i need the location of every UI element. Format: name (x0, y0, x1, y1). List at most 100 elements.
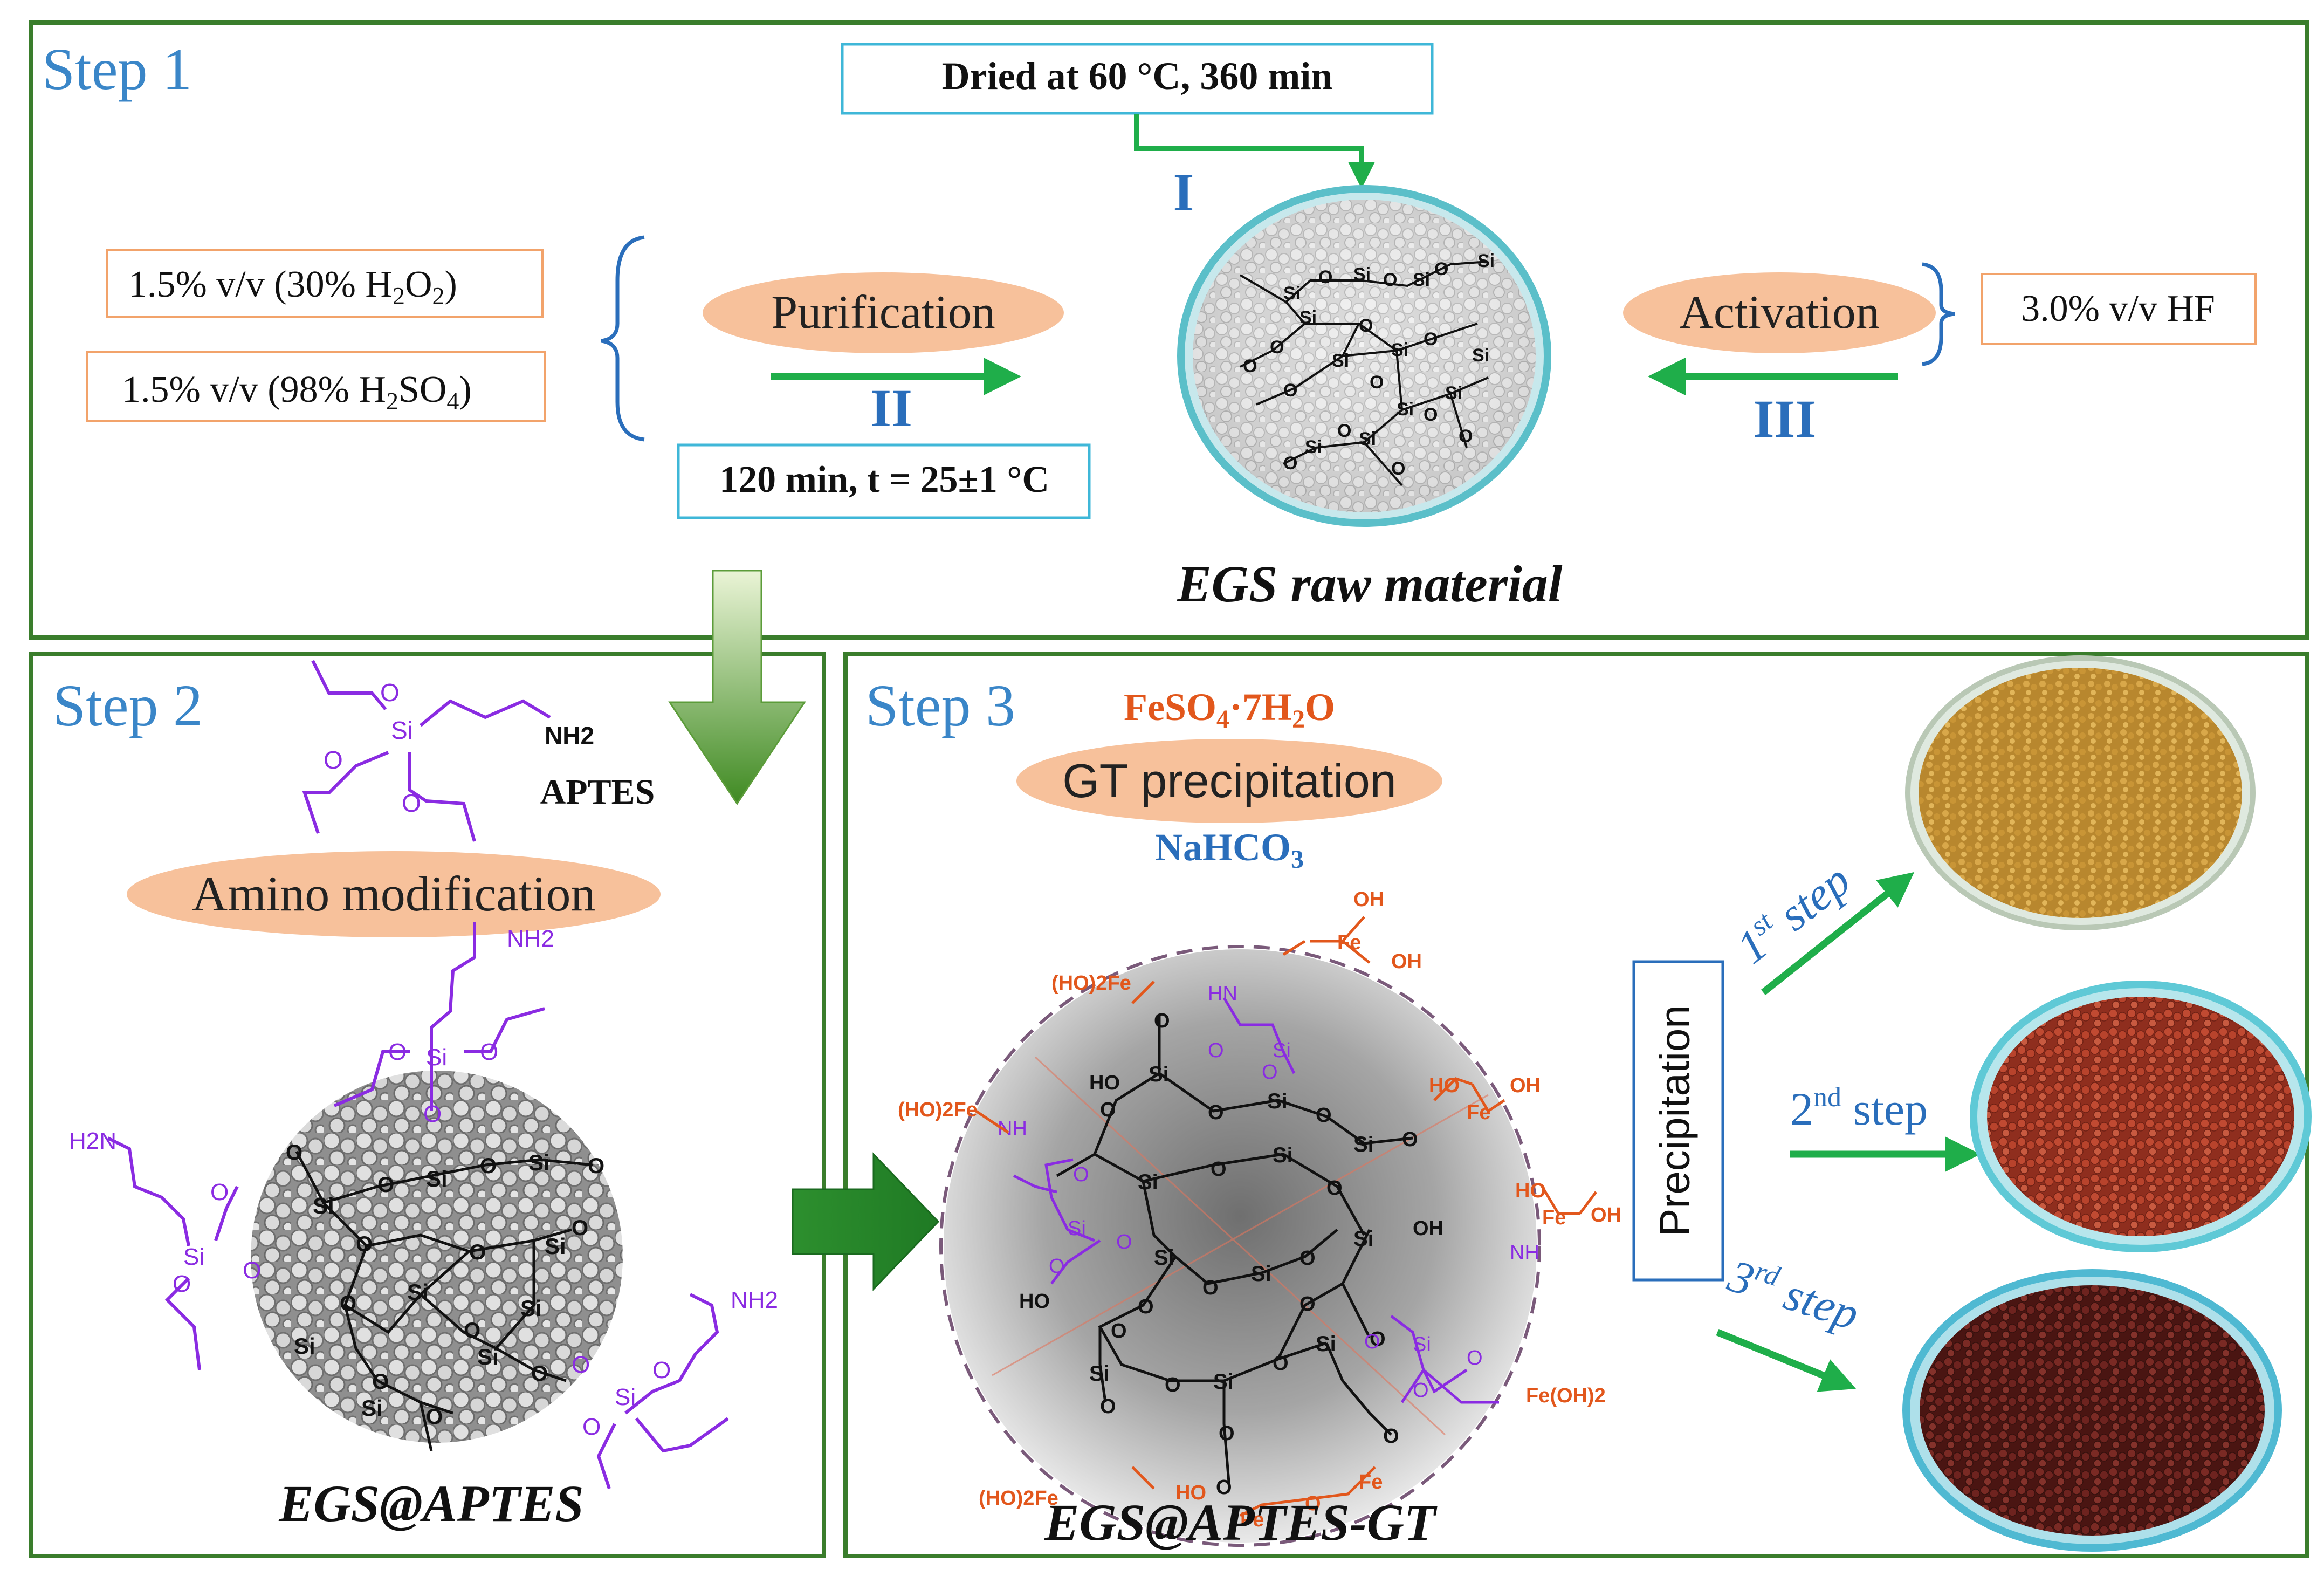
svg-text:OH: OH (1413, 1217, 1443, 1240)
svg-text:O: O (356, 1232, 373, 1256)
svg-text:O: O (1116, 1231, 1132, 1253)
egs-raw-labels: Si Si Si Si Si Si Si Si Si Si Si Si O O … (1243, 251, 1495, 479)
svg-text:O: O (423, 1101, 442, 1127)
svg-text:O: O (1100, 1099, 1116, 1121)
right-arrow (792, 1152, 940, 1291)
svg-text:O: O (1165, 1374, 1181, 1396)
grafted-arms (107, 922, 729, 1489)
svg-text:O: O (480, 1154, 497, 1178)
svg-text:O: O (1219, 1422, 1235, 1445)
svg-text:Si: Si (528, 1150, 550, 1175)
svg-text:NH2: NH2 (545, 722, 594, 750)
svg-text:Si: Si (1267, 1089, 1288, 1113)
svg-text:O: O (582, 1414, 601, 1440)
svg-text:Si: Si (426, 1166, 448, 1191)
svg-text:OH: OH (1591, 1204, 1621, 1226)
svg-text:O: O (210, 1179, 229, 1205)
gt-pill (1016, 739, 1442, 823)
step1-title: Step 1 (42, 36, 192, 102)
sem-iron-bonds (975, 916, 1597, 1517)
svg-text:Si: Si (1305, 437, 1322, 457)
activation-pill (1623, 272, 1936, 353)
label-step-2: 2nd step (1790, 1082, 1928, 1135)
roman-one: I (1173, 162, 1194, 222)
svg-text:Si: Si (294, 1333, 315, 1359)
svg-text:O: O (1299, 1293, 1316, 1315)
svg-text:O: O (1370, 372, 1384, 393)
svg-text:HO: HO (1515, 1180, 1546, 1202)
purification-label: Purification (771, 286, 995, 339)
svg-text:Si: Si (1251, 1262, 1271, 1286)
arrow-step-3 (1716, 1328, 1857, 1392)
svg-text:HO: HO (1429, 1074, 1460, 1097)
svg-text:O: O (572, 1216, 588, 1240)
svg-text:O: O (1243, 356, 1257, 376)
svg-text:HO: HO (1175, 1482, 1206, 1504)
egs-raw-dish (1177, 185, 1551, 527)
egs-aptes-o: O O O O O O O O O O O O (286, 1141, 604, 1429)
svg-text:O: O (243, 1257, 261, 1284)
svg-text:Si: Si (1413, 1333, 1431, 1356)
feso4-label: FeSO4·7H2O (1124, 686, 1335, 734)
svg-text:O: O (173, 1271, 191, 1297)
svg-text:O: O (469, 1241, 486, 1264)
svg-text:O: O (1208, 1039, 1224, 1062)
svg-text:Fe: Fe (1240, 1509, 1264, 1531)
svg-text:OH: OH (1510, 1074, 1541, 1097)
svg-text:HO: HO (1089, 1072, 1120, 1094)
step2-title: Step 2 (53, 673, 203, 738)
svg-text:O: O (1202, 1277, 1219, 1299)
svg-text:O: O (480, 1039, 498, 1065)
grafted-arm-atoms: NH2 O Si O O H2N O Si O O NH2 O Si O O (69, 926, 778, 1440)
svg-text:O: O (652, 1357, 671, 1383)
svg-text:Si: Si (1138, 1170, 1158, 1194)
svg-text:Si: Si (1359, 429, 1376, 449)
svg-text:Si: Si (1413, 270, 1430, 290)
label-step-3: 3rd step (1722, 1249, 1865, 1340)
roman-three: III (1754, 389, 1817, 449)
right-brace (1922, 262, 1955, 366)
svg-text:(HO)2Fe: (HO)2Fe (1051, 972, 1131, 995)
svg-text:O: O (1073, 1163, 1089, 1186)
svg-text:O: O (1402, 1128, 1418, 1151)
step3-title: Step 3 (865, 673, 1015, 738)
svg-text:(HO)2Fe: (HO)2Fe (979, 1487, 1058, 1510)
svg-text:OH: OH (1391, 950, 1422, 973)
svg-text:Si: Si (520, 1296, 542, 1321)
svg-text:Si: Si (615, 1384, 636, 1410)
svg-text:Si: Si (426, 1044, 447, 1071)
svg-text:O: O (1049, 1255, 1065, 1278)
nahco3-label: NaHCO3 (1155, 826, 1304, 874)
sem-network (1056, 1014, 1413, 1489)
arrow-step-1 (1761, 872, 1915, 996)
svg-text:HN: HN (1208, 983, 1237, 1005)
svg-text:O: O (1283, 453, 1297, 474)
label-step-1: 1st step (1726, 853, 1860, 974)
svg-text:Fe(OH)2: Fe(OH)2 (1526, 1385, 1606, 1407)
svg-text:O: O (1364, 1331, 1380, 1353)
svg-text:O: O (1413, 1379, 1429, 1402)
purification-cond-box (677, 443, 1091, 519)
svg-text:O: O (1370, 1328, 1386, 1351)
reagent-text-2: 1.5% v/v (98% H2SO4) (122, 369, 472, 415)
svg-text:NH2: NH2 (731, 1287, 778, 1313)
svg-text:Si: Si (1273, 1143, 1293, 1167)
svg-text:Si: Si (1154, 1246, 1174, 1270)
svg-text:O: O (1424, 405, 1438, 425)
svg-text:Si: Si (1472, 345, 1489, 366)
svg-text:Si: Si (1353, 1133, 1374, 1156)
svg-text:O: O (1216, 1476, 1232, 1499)
svg-text:Si: Si (1445, 383, 1462, 403)
svg-text:O: O (324, 746, 343, 774)
svg-text:O: O (1305, 1492, 1321, 1515)
svg-text:Si: Si (1353, 1227, 1374, 1251)
egs-aptes-sphere (251, 1071, 623, 1443)
activation-label: Activation (1679, 286, 1879, 339)
svg-text:Si: Si (391, 716, 413, 744)
egs-aptes-network (295, 1150, 594, 1451)
svg-text:O: O (372, 1370, 389, 1394)
down-arrow (668, 570, 806, 805)
svg-text:Fe: Fe (1359, 1471, 1383, 1493)
svg-text:Fe: Fe (1467, 1101, 1490, 1124)
